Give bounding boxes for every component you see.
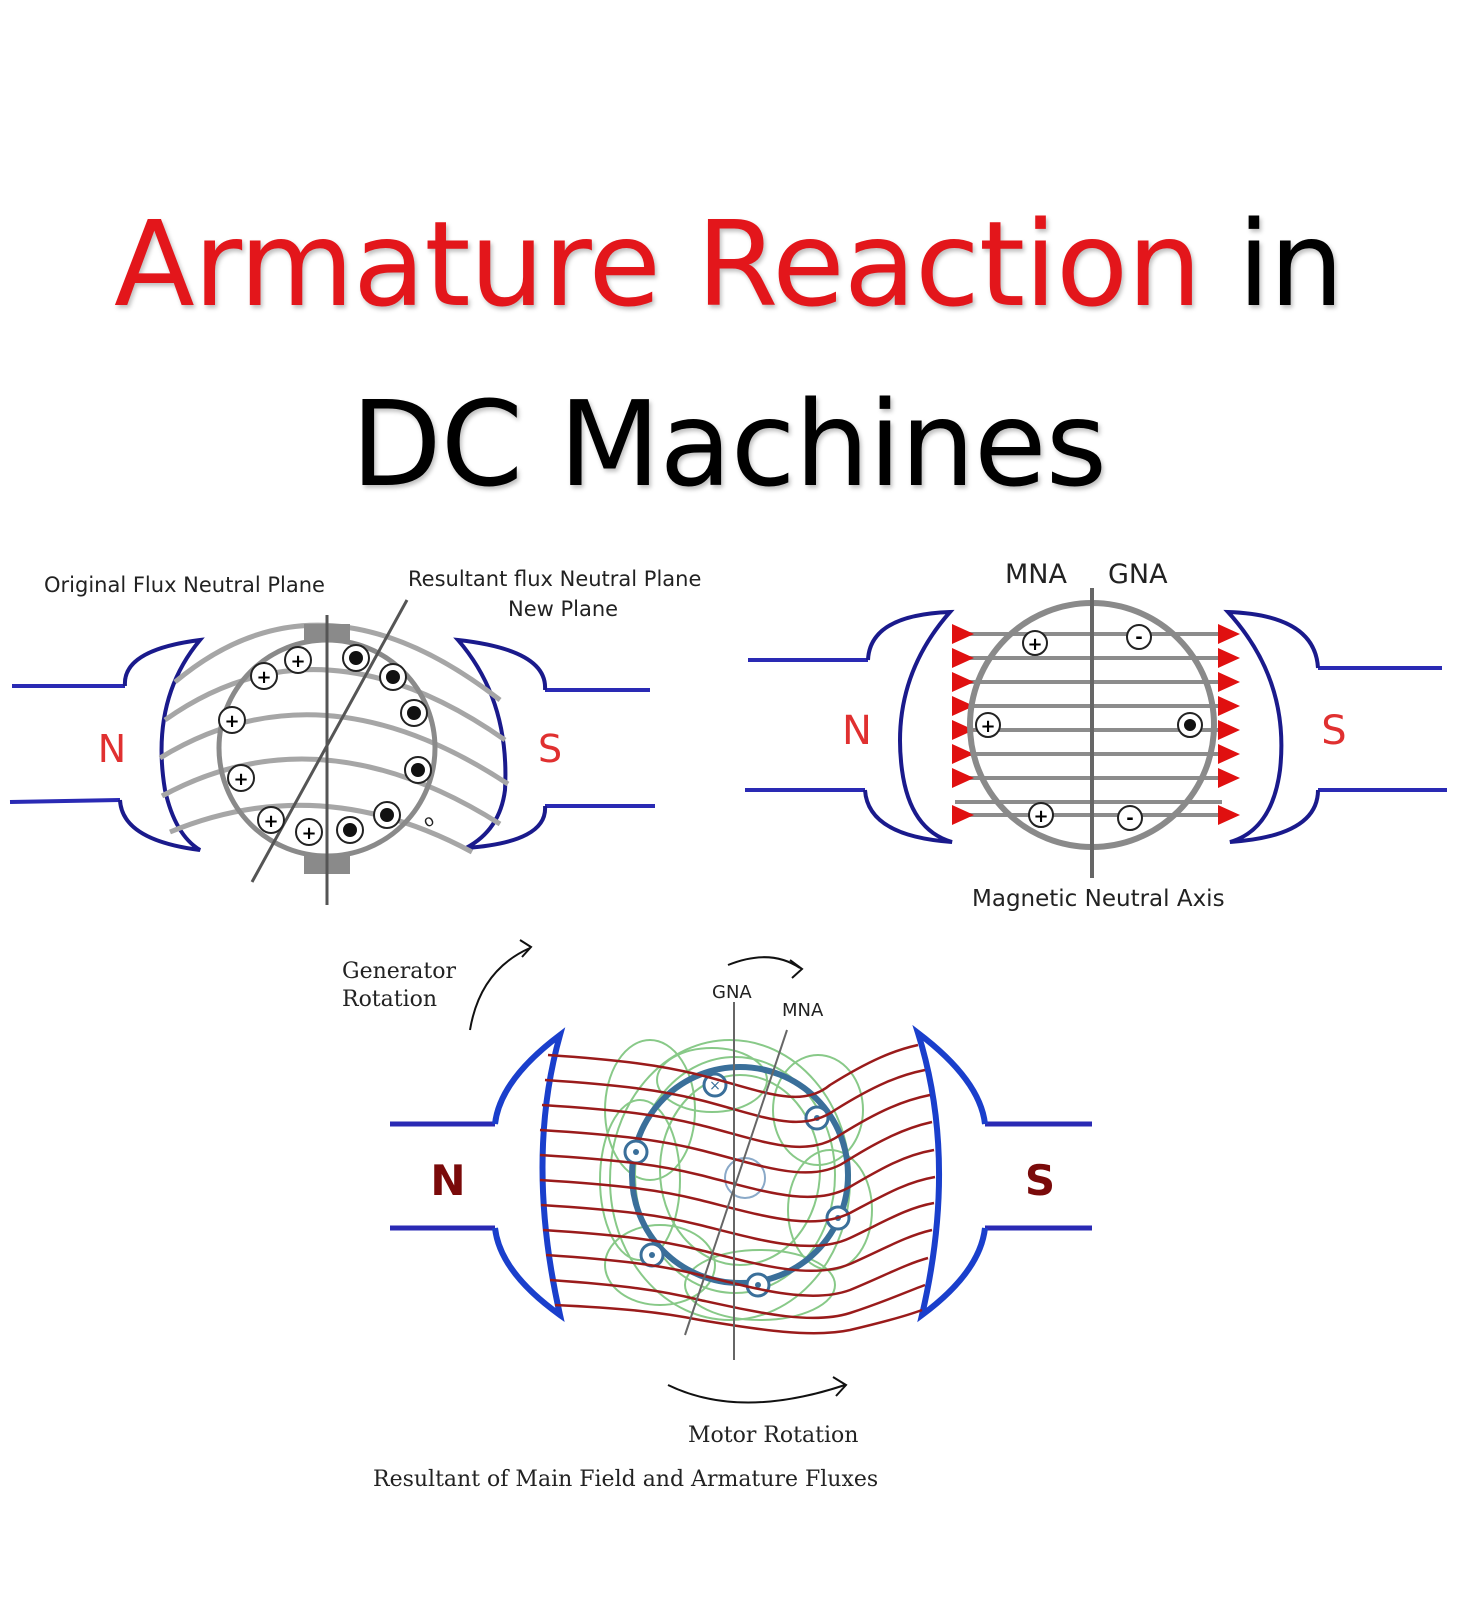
fig2-plus-conductor: + <box>975 712 1001 738</box>
fig1-plus-sign: + <box>233 769 248 790</box>
fig3-mna-axis <box>684 1029 788 1336</box>
fig1-new-plane-label: New Plane <box>508 597 618 621</box>
fig2-minus-sign: - <box>1135 627 1142 648</box>
fig1-dot-conductors <box>336 644 432 844</box>
fig1-plus-conductor: + <box>284 646 312 674</box>
fig1-plus-sign: + <box>224 711 239 732</box>
fig1-original-plane-label: Original Flux Neutral Plane <box>44 573 325 597</box>
fig1-dot-conductor <box>342 644 370 672</box>
fig1-plus-sign: + <box>263 811 278 832</box>
fig2-plus-sign: + <box>1033 806 1048 827</box>
fig1-pole-s-label: S <box>538 727 562 771</box>
fig3-dot-conductor <box>745 1272 771 1298</box>
fig2-gna-label: GNA <box>1108 559 1168 590</box>
fig1-dot-conductor <box>400 699 428 727</box>
fig1-pole-n-label: N <box>98 727 126 771</box>
fig2-pole-n-label: N <box>842 708 872 754</box>
fig1-plus-conductor: + <box>295 818 323 846</box>
fig3-caption: Resultant of Main Field and Armature Flu… <box>373 1467 878 1492</box>
fig1-plus-conductor: + <box>218 706 246 734</box>
fig3-motor-arrowhead <box>832 1376 848 1397</box>
fig1-plus-sign: + <box>301 823 316 844</box>
fig3-cross-sign: × <box>709 1078 721 1094</box>
fig3-cross-conductor <box>639 1242 665 1268</box>
fig3-generator-arrow <box>469 947 531 1031</box>
fig3-cross-conductor <box>623 1139 649 1165</box>
fig3-mna-label: MNA <box>782 1000 824 1021</box>
fig3-generator-label: Generator <box>342 959 457 984</box>
fig2-minus-conductor: - <box>1117 805 1143 831</box>
title-line-1: Armature Reaction in <box>0 205 1457 323</box>
fig1-s-pole <box>453 637 548 850</box>
fig1-plus-conductors: + + + + + + <box>218 646 323 846</box>
fig2-plus-sign: + <box>1027 634 1042 655</box>
fig3-rotation-label: Rotation <box>342 987 437 1012</box>
fig3-n-pole <box>492 1027 566 1323</box>
fig3-top-arrow <box>727 956 801 969</box>
title-red-part: Armature Reaction <box>113 195 1202 333</box>
fig3-pole-n-label: N <box>430 1156 465 1205</box>
fig1-plus-sign: + <box>256 667 271 688</box>
fig3-group: × Generat <box>342 939 1092 1492</box>
fig2-axis-label: Magnetic Neutral Axis <box>972 886 1225 912</box>
fig2-arrows-right <box>1218 624 1240 825</box>
fig3-motor-label: Motor Rotation <box>688 1423 858 1448</box>
fig2-conductors: + + + - - <box>975 624 1203 831</box>
fig3-motor-arrow <box>667 1384 846 1404</box>
fig1-plus-conductor: + <box>257 806 285 834</box>
fig2-arrows-left <box>952 624 974 825</box>
fig3-generator-arrowhead <box>519 939 533 958</box>
fig1-flux-lines <box>158 622 510 855</box>
fig3-rotor <box>629 1064 851 1286</box>
fig1-dot-conductor <box>379 663 407 691</box>
fig3-gna-label: GNA <box>712 982 752 1003</box>
fig3-top-arrowhead <box>789 959 804 979</box>
fig1-dot-conductor <box>336 816 364 844</box>
fig3-s-pole <box>912 1024 988 1323</box>
fig1-plus-conductor: + <box>250 662 278 690</box>
fig3-pole-s-label: S <box>1025 1156 1055 1205</box>
title-black-part: in <box>1237 195 1344 333</box>
fig2-dot-conductor <box>1177 712 1203 738</box>
fig1-dot-conductor <box>404 756 432 784</box>
fig2-plus-conductor: + <box>1028 802 1054 828</box>
fig1-plus-sign: + <box>290 651 305 672</box>
fig2-n-pole <box>863 609 955 844</box>
fig2-minus-sign: - <box>1126 808 1133 829</box>
fig3-main-flux <box>539 1043 936 1335</box>
fig1-new-plane <box>250 599 409 883</box>
fig1-dot-conductor <box>373 801 401 829</box>
fig2-pole-s-label: S <box>1321 708 1346 754</box>
fig2-s-pole <box>1223 609 1320 844</box>
fig2-minus-conductor: - <box>1126 624 1152 650</box>
fig1-n-lead-bottom <box>9 798 121 804</box>
fig1-group: + + + + + + o N S Original Flux Neutral … <box>9 567 701 905</box>
title-line-2: DC Machines <box>350 375 1107 513</box>
fig2-plus-sign: + <box>980 716 995 737</box>
fig3-rotor-center <box>724 1157 766 1199</box>
fig1-n-pole <box>118 637 205 852</box>
fig2-plus-conductor: + <box>1022 630 1048 656</box>
fig2-group: + + + - - MNA GNA Magnetic Neutral Axis … <box>745 559 1447 912</box>
fig1-resultant-plane-label: Resultant flux Neutral Plane <box>408 567 701 591</box>
fig1-plus-conductor: + <box>227 764 255 792</box>
fig2-mna-label: MNA <box>1005 559 1067 590</box>
